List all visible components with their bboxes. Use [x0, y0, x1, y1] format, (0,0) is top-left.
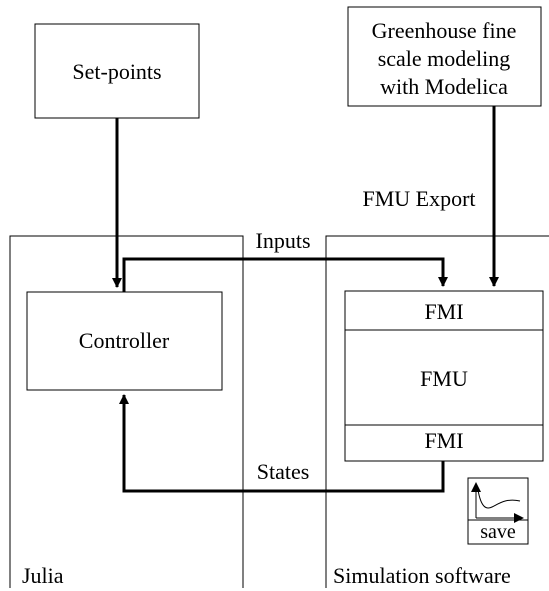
- greenhouse-label-line-3: with Modelica: [380, 74, 508, 99]
- inputs-label: Inputs: [256, 228, 311, 253]
- setpoints-node: Set-points: [34, 23, 200, 119]
- plot-curve-icon: [471, 482, 524, 523]
- simulation-software-region-label: Simulation software: [333, 563, 511, 588]
- states-arrow: [119, 394, 445, 493]
- fmi-bottom-label: FMI: [424, 428, 463, 453]
- controller-node: Controller: [26, 291, 223, 391]
- save-widget: save: [467, 477, 529, 545]
- states-label: States: [257, 459, 310, 484]
- simulation-software-region: Simulation software: [325, 235, 549, 588]
- fmu-block: FMI FMU FMI: [344, 290, 544, 462]
- setpoints-label: Set-points: [72, 59, 161, 84]
- fmu-export-label: FMU Export: [362, 186, 475, 211]
- julia-region: Julia: [9, 235, 244, 588]
- controller-label: Controller: [79, 328, 170, 353]
- inputs-arrow: [122, 257, 448, 292]
- fmu-label: FMU: [420, 366, 468, 391]
- fmi-top-label: FMI: [424, 299, 463, 324]
- greenhouse-model-node: Greenhouse fine scale modeling with Mode…: [347, 6, 542, 107]
- greenhouse-label-line-1: Greenhouse fine: [372, 18, 517, 43]
- save-label: save: [480, 521, 516, 543]
- julia-region-label: Julia: [22, 563, 64, 588]
- greenhouse-label-line-2: scale modeling: [378, 46, 511, 71]
